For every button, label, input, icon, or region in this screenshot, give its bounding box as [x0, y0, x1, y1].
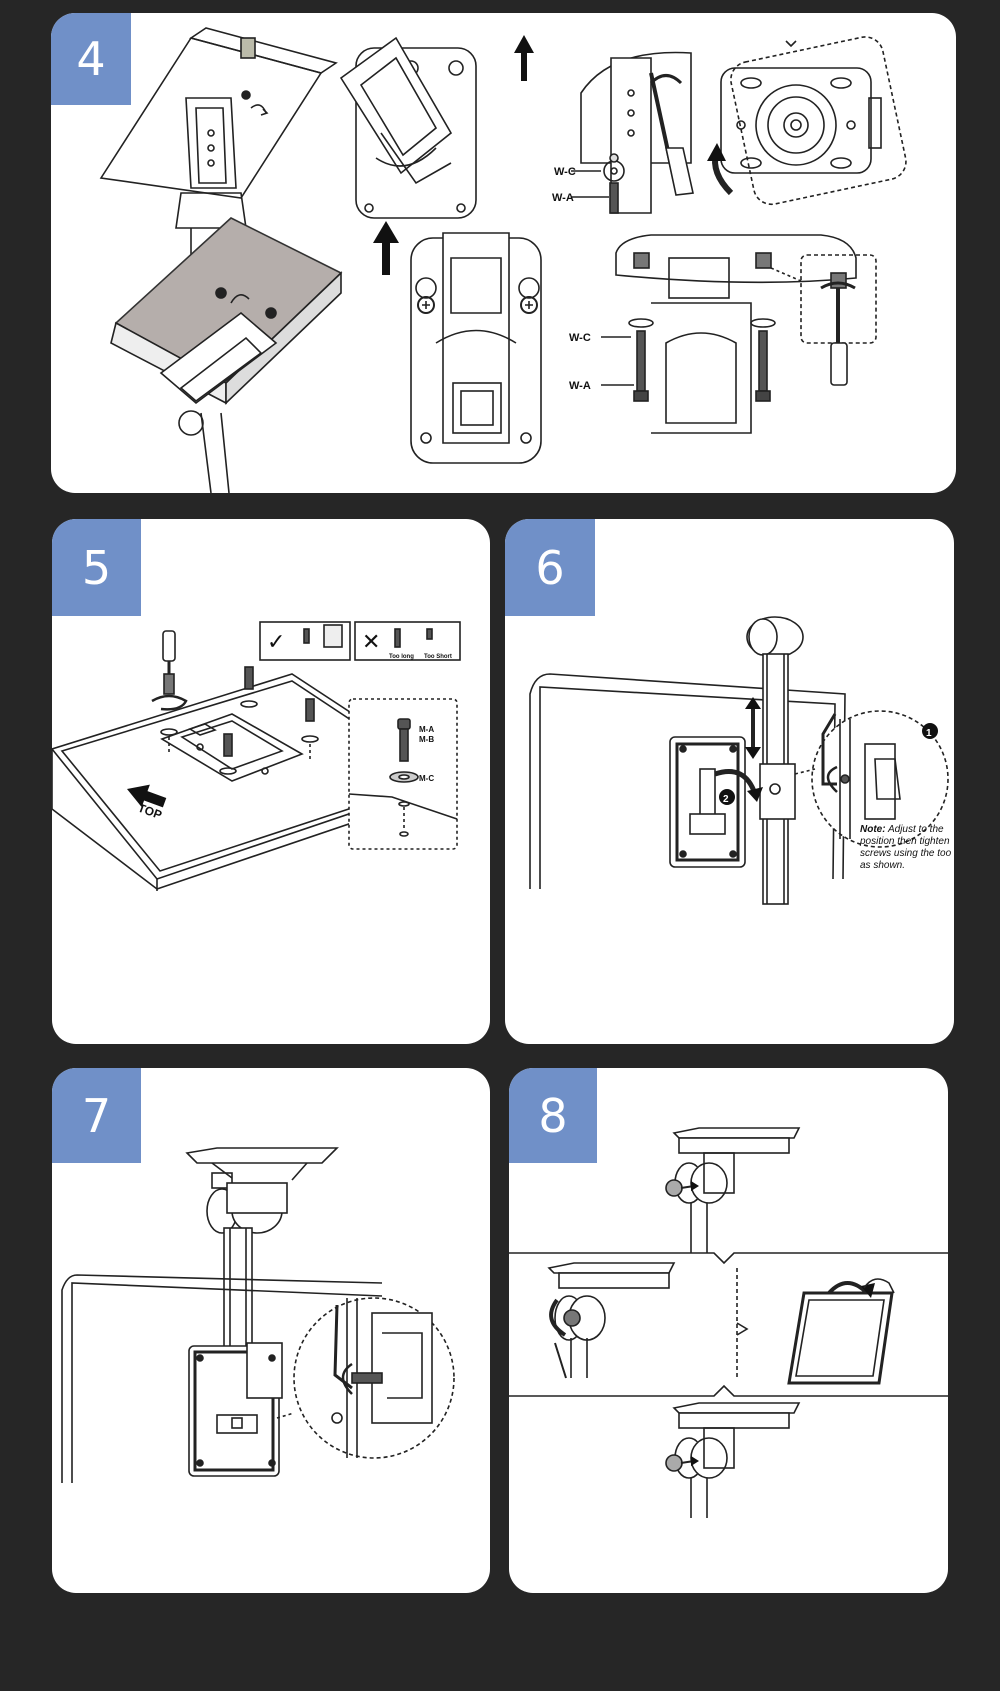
label-wa-bottom: W-A — [569, 380, 591, 392]
too-short-label: Too Short — [424, 654, 452, 660]
knob-removal-top — [665, 1127, 801, 1253]
ma-label: M-A — [419, 725, 434, 734]
note-line-2: position then tighten — [860, 836, 950, 847]
step-6-panel: 6 — [505, 519, 954, 1044]
step-7-badge: 7 — [52, 1068, 141, 1163]
mc-label: M-C — [419, 774, 434, 783]
step-4-badge: 4 — [51, 13, 131, 105]
monitor-step7 — [61, 1274, 383, 1483]
step-7-panel: 7 — [52, 1068, 490, 1593]
note-bold: Note: — [860, 824, 886, 835]
label-wa-top: W-A — [552, 192, 574, 204]
mb-label: M-B — [419, 735, 434, 744]
screw-tightening-top: W-C W-A — [552, 51, 694, 214]
ceiling-plate-step7 — [185, 1147, 339, 1359]
step-4-illustration: W-C W-A — [99, 27, 907, 493]
adjust-arrows-step6: 2 — [714, 697, 763, 805]
step-8-panel: 8 — [509, 1068, 948, 1593]
knob-removal-bottom — [665, 1402, 801, 1518]
step-6-note: Note: Adjust to the position then tighte… — [860, 824, 954, 872]
step-4-panel: 4 — [51, 13, 956, 493]
screw-length-guide: ✓ ✕ Too long Too Short — [259, 621, 461, 661]
step-5-badge: 5 — [52, 519, 141, 616]
step-6-illustration: 2 1 — [529, 616, 949, 905]
label-wc-top: W-C — [554, 166, 576, 178]
screws-bottom-right: W-C W-A — [569, 234, 877, 434]
vesa-bracket-step7 — [188, 1342, 283, 1477]
step-5-panel: 5 TOP — [52, 519, 490, 1044]
top-arrow — [127, 784, 167, 808]
wrong-mark: ✕ — [362, 629, 380, 654]
knob-rotate-middle — [547, 1262, 676, 1379]
step-5-illustration: TOP ✓ ✕ Too long T — [52, 621, 461, 891]
detail-circle-step7 — [276, 1297, 455, 1459]
monitor-rotate-middle — [787, 1278, 895, 1385]
screw-detail-callout: M-A M-B M-C — [348, 698, 458, 850]
note-line-3: screws using the too — [860, 848, 952, 859]
note-line-4: as shown. — [860, 860, 906, 871]
callout-1: 1 — [926, 728, 932, 739]
step-8-badge: 8 — [509, 1068, 597, 1163]
detail-circle-step6: 1 — [794, 710, 949, 848]
screws-step5 — [151, 630, 319, 775]
mount-pole-step6 — [746, 616, 804, 905]
step-8-dividers — [509, 1252, 948, 1397]
step-8-illustration — [509, 1127, 948, 1518]
step-6-badge: 6 — [505, 519, 595, 616]
callout-2: 2 — [723, 794, 729, 805]
step-7-illustration — [61, 1147, 455, 1483]
rotating-plate-top-right — [707, 36, 907, 206]
ceiling-plate-top-left — [99, 27, 338, 258]
ceiling-bracket-bottom-left — [110, 217, 343, 493]
label-wc-bottom: W-C — [569, 332, 591, 344]
note-line-1: Adjust to the — [885, 824, 944, 835]
too-long-label: Too long — [389, 654, 414, 660]
bracket-wall-plate-top — [339, 35, 534, 219]
vesa-bracket-step6 — [669, 736, 746, 868]
correct-mark: ✓ — [267, 629, 285, 654]
wall-plate-bottom-middle — [373, 221, 542, 464]
